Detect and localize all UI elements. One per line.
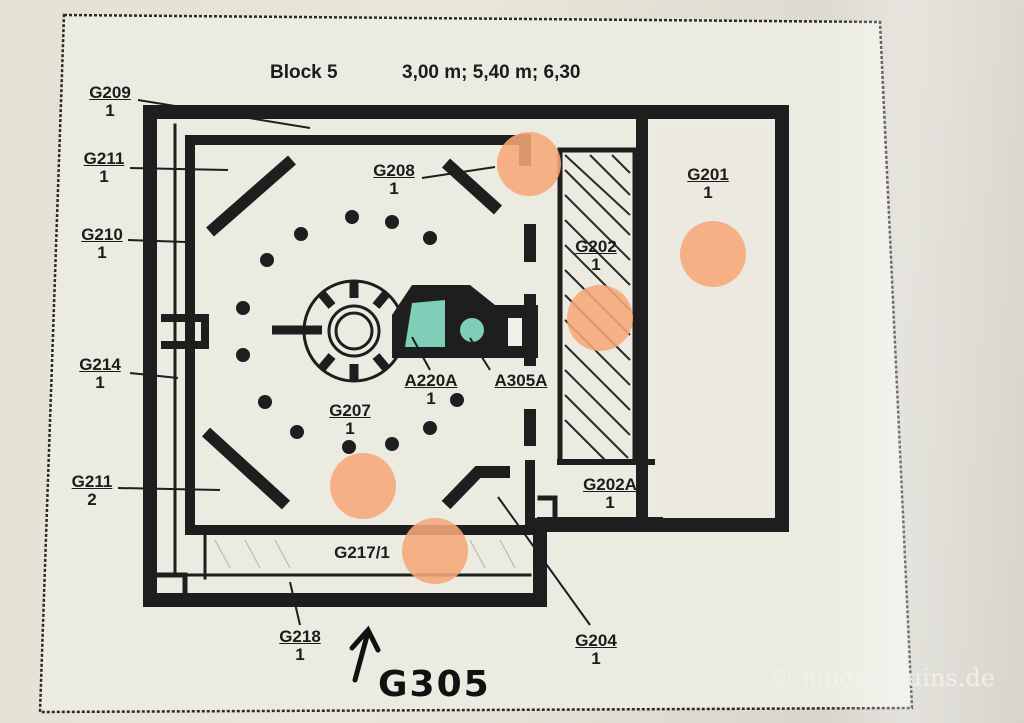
baffle-nw	[206, 155, 296, 237]
plastic-sleeve-glare	[820, 0, 1024, 723]
block-title: Block 5	[270, 62, 338, 83]
room-label-g217: G217/1	[334, 543, 390, 562]
handwritten-note: G305	[378, 664, 491, 705]
room-label-a305a: A305A	[494, 371, 548, 390]
machine-housing	[392, 285, 538, 358]
column-dots	[236, 210, 464, 454]
handwritten-arrow	[349, 625, 381, 683]
central-ring	[272, 279, 406, 383]
watermark: © modernruins.de	[770, 664, 995, 692]
marker-dots	[330, 132, 746, 584]
level-heights: 3,00 m; 5,40 m; 6,30	[402, 62, 581, 83]
baffle-ne	[441, 158, 503, 215]
baffle-sw	[201, 427, 291, 510]
baffle-se	[441, 466, 510, 510]
